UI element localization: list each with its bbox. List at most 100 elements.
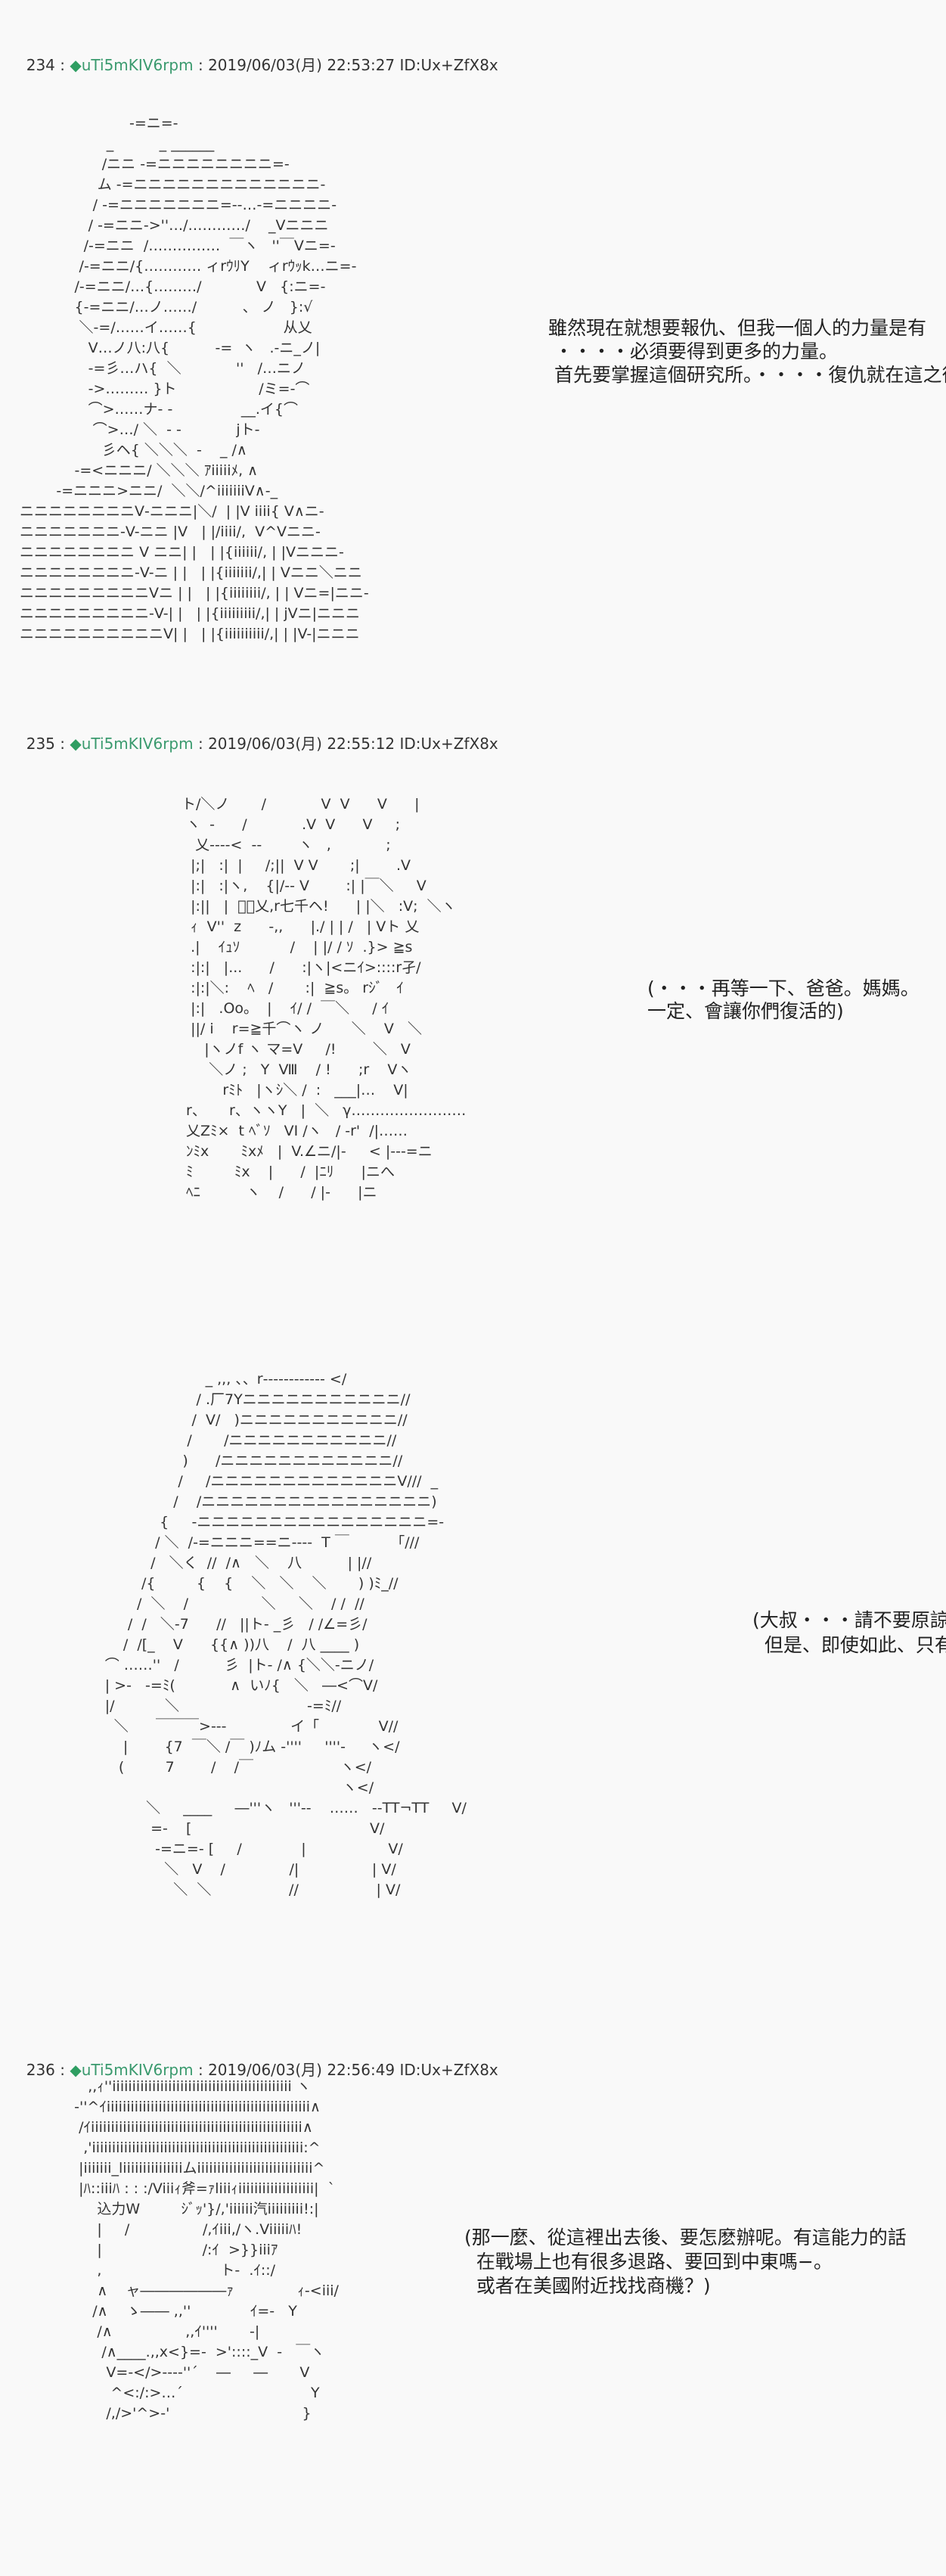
post-meta: : 2019/06/03(月) 22:55:12 ID:Ux+ZfX8x bbox=[193, 735, 498, 753]
art-line: ニニニニニニニ-V-ニニ |V | |/iiii/, V^Vニニ- bbox=[15, 524, 321, 540]
art-line: V=-</>‐‐-‐''´ ― ― V bbox=[60, 2364, 310, 2381]
art-line: =- [ V/ bbox=[23, 1820, 385, 1837]
art-line: -=ニ=- bbox=[15, 115, 178, 132]
art-line: ⌒ ……'' / 彡 |ト- /∧ {＼＼-ニノ/ bbox=[23, 1657, 374, 1673]
art-line: |;| :| | /;|| V V ;| .V bbox=[181, 857, 411, 874]
art-line: ) /ニニニニニニニニニニニニ// bbox=[23, 1453, 403, 1469]
art-line: /-=ニニ /…………… ￣ヽ ''￣Vニ=- bbox=[15, 238, 336, 254]
diamond-icon: ◆ bbox=[70, 735, 82, 753]
art-line: ニニニニニニニニニ-V-| | | |{iiiiiiiii/,| | jVニ|ニ… bbox=[15, 605, 361, 622]
art-line: / V/ )ニニニニニニニニニニニ// bbox=[23, 1412, 408, 1428]
separator: : bbox=[54, 56, 70, 74]
art-line: -=ニニニ>ニニ/ ＼＼/^iiiiiiiV∧-_ bbox=[15, 483, 278, 499]
art-line: ニニニニニニニニニニV| | | |{iiiiiiiiii/,| | |V-|ニ… bbox=[15, 626, 360, 642]
art-line: /-=ニニ/{………… ィrｳﾘY ィrｳｯk…ニ=- bbox=[15, 258, 357, 275]
art-line: /ニニ -=ニニニニニニニニ=- bbox=[15, 156, 290, 172]
dialogue-line: (・・・再等一下、爸爸。媽媽。 bbox=[647, 977, 920, 999]
post-header-236: 236 : ◆uTi5mKIV6rpm : 2019/06/03(月) 22:5… bbox=[17, 2040, 498, 2080]
art-line: -''^ｲiiiiiiiiiiiiiiiiiiiiiiiiiiiiiiiiiii… bbox=[60, 2099, 321, 2115]
art-line: ト/＼ノ / V V V | bbox=[181, 796, 420, 813]
art-line: .| ｲｭｿ / | |/ / ｿ .}> ≧s bbox=[181, 939, 413, 956]
art-line: / ＼く // /∧ ＼ 八 | |// bbox=[23, 1555, 372, 1571]
art-line: |ヽノf ヽ マ=V /! ＼ V bbox=[181, 1041, 411, 1058]
dialogue-line: 或者在美國附近找找商機？) bbox=[464, 2275, 711, 2297]
art-line: /{ { { ＼ ＼ ＼ ) )ﾐ_// bbox=[23, 1575, 399, 1592]
diamond-icon: ◆ bbox=[70, 56, 82, 74]
dialogue-text: (・・・再等一下、爸爸。媽媽。一定、會讓你們復活的) bbox=[647, 977, 920, 1023]
art-line: rﾐﾄ |ヽｼ＼ / : ___|… V| bbox=[181, 1082, 408, 1098]
dialogue-text: 雖然現在就想要報仇、但我一個人的力量是有 ・・・・必須要得到更多的力量。 首先要… bbox=[548, 316, 946, 387]
art-line: ム -=ニニニニニニニニニニニニニ- bbox=[15, 176, 326, 193]
art-line: _ ,,, 、、r‐‐‐‐‐‐‐‐‐‐‐‐ </ bbox=[23, 1371, 347, 1387]
art-line: ニニニニニニニニニVニ | | | |{iiiiiiii/, | | Vニ=|ニ… bbox=[15, 585, 369, 601]
art-line: |ﾊ::iiiﾊ : : :/Viiiｨ斧=ｧliiiｨiiiiiiiiiiii… bbox=[60, 2180, 336, 2197]
post-number[interactable]: 234 bbox=[26, 56, 55, 74]
art-line: ＼ V / /| | V/ bbox=[23, 1861, 396, 1878]
tripcode: uTi5mKIV6rpm bbox=[81, 56, 194, 74]
art-line: ‐=ニ=- [ / | V/ bbox=[23, 1841, 403, 1857]
art-line: ＼ノ ; Y Ⅷ / ! ;r Vヽ bbox=[181, 1061, 412, 1078]
art-line: /∧ ,,ｲ'''' -| bbox=[60, 2323, 260, 2340]
art-line: 彡ヘ{ ＼＼＼ - _ /∧ bbox=[15, 442, 247, 458]
dialogue-line: (大叔・・・請不要原諒我 bbox=[752, 1609, 946, 1631]
art-line: ﾝﾐx ﾐxﾒ | V.∠ニ/|- < |‐‐‐=ニ bbox=[181, 1143, 433, 1160]
art-line: ＼ ____ ―'''ヽ '''‐‐ …… --TT¬TT V/ bbox=[23, 1800, 467, 1816]
art-line: ,'iiiiiiiiiiiiiiiiiiiiiiiiiiiiiiiiiiiiii… bbox=[60, 2139, 321, 2156]
poster-name: ◆uTi5mKIV6rpm bbox=[70, 2061, 193, 2079]
art-line: , ト- .ｲ::/ bbox=[60, 2262, 276, 2279]
art-line: / /ニニニニニニニニニニニ// bbox=[23, 1432, 397, 1449]
separator: : bbox=[54, 2061, 70, 2079]
dialogue-text: (那一麼、從這裡出去後、要怎麽辦呢。有這能力的話 在戰場上也有很多退路、要回到中… bbox=[464, 2226, 907, 2298]
art-line: ヽ</ bbox=[23, 1779, 374, 1796]
art-line: |iiiiiii_liiiiiiiiiiiiiiiムiiiiiiiiiiiiii… bbox=[60, 2160, 325, 2177]
post-header-234: 234 : ◆uTi5mKIV6rpm : 2019/06/03(月) 22:5… bbox=[17, 36, 498, 75]
post-header-235: 235 : ◆uTi5mKIV6rpm : 2019/06/03(月) 22:5… bbox=[17, 714, 498, 754]
ascii-art: _ ,,, 、、r‐‐‐‐‐‐‐‐‐‐‐‐ </ / .厂7Yニニニニニニニニニ… bbox=[23, 1369, 467, 1900]
dialogue-line: 首先要掌握這個研究所。・・・・復仇就在這之後 bbox=[548, 364, 946, 386]
art-line: ->……… }ト /ミ=-⌒ bbox=[15, 381, 310, 397]
art-line: / /ニニニニニニニニニニニニニニニニ) bbox=[23, 1493, 437, 1510]
art-line: ||/ i r=≧千⌒ヽ ノ ＼ V ＼ bbox=[181, 1021, 422, 1037]
art-line: / /[_ V {{∧ ))八 / 八 ____ ) bbox=[23, 1636, 360, 1653]
art-line: :|:| |... / :|ヽ|<ニｲ>::::r孑/ bbox=[181, 959, 421, 976]
post-number[interactable]: 236 bbox=[26, 2061, 55, 2079]
art-line: /,/>'^>‐' } bbox=[60, 2405, 312, 2422]
art-line: | / /,ｲiii,/ヽ.Viiiiiﾊ! bbox=[60, 2221, 302, 2238]
art-line: ⌒>……ナ- ‐ __.イ{⌒ bbox=[15, 401, 299, 418]
post-meta: : 2019/06/03(月) 22:53:27 ID:Ux+ZfX8x bbox=[193, 56, 498, 74]
post-number[interactable]: 235 bbox=[26, 735, 55, 753]
art-line: ニニニニニニニニ-V-ニ | | | |{iiiiiii/,| | Vニニ＼ニニ bbox=[15, 564, 362, 581]
dialogue-line: 雖然現在就想要報仇、但我一個人的力量是有 bbox=[548, 317, 927, 339]
ascii-art: ,,ｨ''iiiiiiiiiiiiiiiiiiiiiiiiiiiiiiiiiii… bbox=[60, 2077, 339, 2424]
dialogue-line: 在戰場上也有很多退路、要回到中東嗎−。 bbox=[464, 2251, 833, 2273]
separator: : bbox=[54, 735, 70, 753]
dialogue-text: (大叔・・・請不要原諒我 但是、即使如此、只有 bbox=[752, 1608, 946, 1658]
art-line: / ＼ / ＼ ＼ / / // bbox=[23, 1596, 364, 1612]
art-line: ニニニニニニニニV‐ニニニ|＼/ | |V iiii{ V∧ニ- bbox=[15, 503, 324, 520]
tripcode: uTi5mKIV6rpm bbox=[81, 2061, 194, 2079]
art-line: ,,ｨ''iiiiiiiiiiiiiiiiiiiiiiiiiiiiiiiiiii… bbox=[60, 2078, 311, 2095]
art-line: ｨ V'' z -,, |./ | | / | Vト 乂 bbox=[181, 918, 420, 935]
art-line: 込力W ｼﾞｯ'}/,'iiiiii汽iiiiiiiii!:| bbox=[60, 2201, 319, 2217]
art-line: -=彡…ハ{ ＼ '' /…ニノ bbox=[15, 360, 306, 377]
art-line: |:|| | ﾞ＼乂,r七千ヘ! | |＼ :V; ＼ヽ bbox=[181, 898, 456, 915]
art-line: ＼ ＼ // | V/ bbox=[23, 1882, 401, 1898]
art-line: /ｲiiiiiiiiiiiiiiiiiiiiiiiiiiiiiiiiiiiiii… bbox=[60, 2119, 313, 2136]
art-line: r、 r、ヽヽY | ＼ γ…………………… bbox=[181, 1102, 467, 1119]
art-line: -=<ニニニ/ ＼＼＼ ｱiiiiiﾒ, ∧ bbox=[15, 462, 259, 479]
art-line: V…ノ八:八{ -= ヽ .-ニ_ノ| bbox=[15, 340, 321, 356]
post-meta: : 2019/06/03(月) 22:56:49 ID:Ux+ZfX8x bbox=[193, 2061, 498, 2079]
art-line: / ＼ /-=ニニニ==ニ--‐‐ T ￣ 「/// bbox=[23, 1534, 420, 1551]
art-line: ＼-=/……イ……{ 从乂 bbox=[15, 319, 312, 336]
art-line: 乂Zﾐ× t ﾍﾞｿ VI /ヽ / -r' /|…… bbox=[181, 1123, 408, 1139]
ascii-art: -=ニ=- _ _ ______ /ニニ -=ニニニニニニニニ=- ム -=ニニ… bbox=[15, 113, 369, 645]
art-line: 乂-‐‐‐< ‐‐ ヽ , ; bbox=[181, 837, 391, 853]
art-line: / /ニニニニニニニニニニニニニV/// _ bbox=[23, 1473, 439, 1490]
art-line: / .厂7Yニニニニニニニニニニニ// bbox=[23, 1391, 411, 1408]
ascii-art: ト/＼ノ / V V V | ヽ - / .V V V ; 乂-‐‐‐< ‐‐ … bbox=[181, 794, 466, 1203]
art-line: ＼ ￣￣￣>-‐‐ イ「 V// bbox=[23, 1718, 399, 1735]
art-line: / -=ニニ->''…/…………/ _Vニニニ bbox=[15, 217, 329, 234]
art-line: _ _ ______ bbox=[15, 135, 215, 152]
art-line: | {7 ￣＼ /￣ )ﾉム -'''' ''''- ヽ</ bbox=[23, 1739, 400, 1755]
tripcode: uTi5mKIV6rpm bbox=[81, 735, 194, 753]
